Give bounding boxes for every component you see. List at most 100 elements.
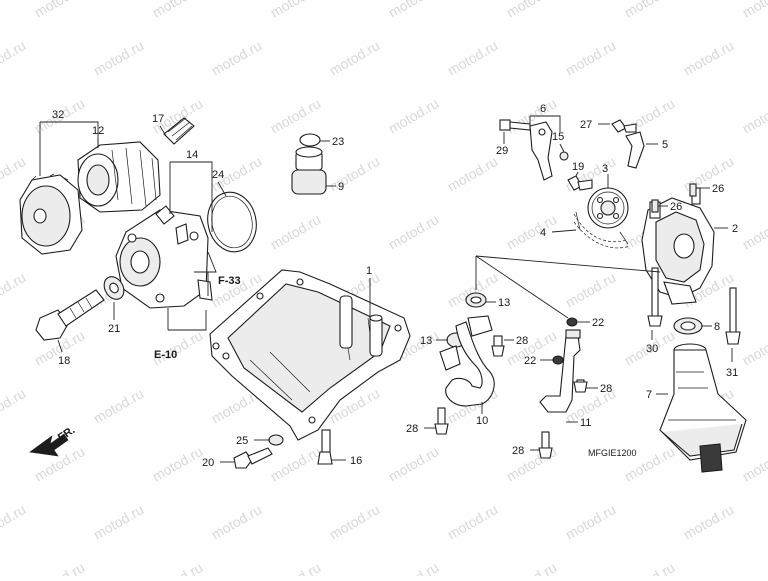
o-ring-23 <box>300 134 320 146</box>
callout-24: 24 <box>212 169 224 181</box>
watermark-text: motod.ru <box>740 211 768 252</box>
dowel-26b <box>690 184 696 196</box>
callout-13a: 13 <box>498 297 510 309</box>
watermark-text: motod.ru <box>327 37 383 78</box>
watermark-text: motod.ru <box>740 95 768 136</box>
watermark-text: motod.ru <box>0 269 28 310</box>
reference-f33: F-33 <box>218 275 241 287</box>
reference-e10: E-10 <box>154 349 177 361</box>
sprocket <box>588 188 628 228</box>
watermark-text: motod.ru <box>740 443 768 484</box>
watermark-text: motod.ru <box>386 95 442 136</box>
watermark-text: motod.ru <box>150 443 206 484</box>
callout-15: 15 <box>552 131 564 143</box>
watermark-text: motod.ru <box>563 37 619 78</box>
bolt-20 <box>234 448 272 468</box>
callout-23: 23 <box>332 136 344 148</box>
callout-28a: 28 <box>516 335 528 347</box>
callout-28c: 28 <box>600 383 612 395</box>
bolt-31 <box>726 288 740 344</box>
watermark-text: motod.ru <box>740 559 768 576</box>
oil-filter-cartridge <box>78 142 160 212</box>
callout-25: 25 <box>236 435 248 447</box>
watermark-text: motod.ru <box>681 37 737 78</box>
callout-19: 19 <box>572 161 584 173</box>
callout-12: 12 <box>92 125 104 137</box>
watermark-text: motod.ru <box>504 559 560 576</box>
watermark-text: motod.ru <box>622 0 678 21</box>
watermark-text: motod.ru <box>740 327 768 368</box>
oil-filter-cap <box>20 174 82 254</box>
washer-25 <box>269 435 283 445</box>
collar-15 <box>560 152 568 160</box>
watermark-text: motod.ru <box>0 501 28 542</box>
watermark-text: motod.ru <box>563 501 619 542</box>
watermark-text: motod.ru <box>32 0 88 21</box>
callout-9: 9 <box>338 181 344 193</box>
dowel-26a <box>652 200 658 212</box>
callout-13b: 13 <box>420 335 432 347</box>
watermark-text: motod.ru <box>91 385 147 426</box>
watermark-text: motod.ru <box>0 37 28 78</box>
callout-3: 3 <box>602 163 608 175</box>
callout-5: 5 <box>662 139 668 151</box>
watermark-text: motod.ru <box>386 559 442 576</box>
callout-16: 16 <box>350 455 362 467</box>
callout-10: 10 <box>476 415 488 427</box>
callout-14: 14 <box>186 149 198 161</box>
callout-18: 18 <box>58 355 70 367</box>
watermark-text: motod.ru <box>681 501 737 542</box>
watermark-text: motod.ru <box>622 559 678 576</box>
callout-29: 29 <box>496 145 508 157</box>
callout-8: 8 <box>714 321 720 333</box>
callout-11: 11 <box>580 417 591 429</box>
callout-28d: 28 <box>512 445 524 457</box>
callout-30: 30 <box>646 343 658 355</box>
watermark-text: motod.ru <box>268 559 324 576</box>
callout-4: 4 <box>540 227 546 239</box>
oil-cooler <box>116 206 212 308</box>
watermark-text: motod.ru <box>150 559 206 576</box>
watermark-text: motod.ru <box>91 501 147 542</box>
watermark-text: motod.ru <box>327 501 383 542</box>
callout-17: 17 <box>152 113 164 125</box>
watermark-text: motod.ru <box>504 211 560 252</box>
watermark-text: motod.ru <box>327 153 383 194</box>
watermark-text: motod.ru <box>268 443 324 484</box>
guide-5 <box>626 132 644 168</box>
bolt-16 <box>318 430 332 464</box>
o-ring-24 <box>202 188 261 257</box>
callout-26b: 26 <box>670 201 682 213</box>
relief-valve <box>292 147 326 194</box>
bolt-28a <box>492 336 504 356</box>
callout-21: 21 <box>108 323 120 335</box>
callout-6: 6 <box>540 103 546 115</box>
watermark-text: motod.ru <box>91 37 147 78</box>
watermark-text: motod.ru <box>0 385 28 426</box>
watermark-text: motod.ru <box>150 0 206 21</box>
callout-7: 7 <box>646 389 652 401</box>
callout-28b: 28 <box>406 423 418 435</box>
o-ring-22a <box>567 318 577 326</box>
callout-27: 27 <box>580 119 592 131</box>
callout-2: 2 <box>732 223 738 235</box>
bracket-6 <box>530 122 552 180</box>
callout-20: 20 <box>202 457 214 469</box>
watermark-text: motod.ru <box>209 37 265 78</box>
callout-22a: 22 <box>592 317 604 329</box>
watermark-text: motod.ru <box>386 0 442 21</box>
diagram-code: MFGIE1200 <box>588 448 637 458</box>
watermark-text: motod.ru <box>504 0 560 21</box>
watermark-text: motod.ru <box>268 211 324 252</box>
callout-22b: 22 <box>524 355 536 367</box>
watermark-text: motod.ru <box>268 95 324 136</box>
oil-pipe-10 <box>440 316 494 406</box>
watermark-text: motod.ru <box>445 37 501 78</box>
watermark-text: motod.ru <box>0 153 28 194</box>
callout-1: 1 <box>366 265 372 277</box>
o-ring-22b <box>553 356 563 364</box>
watermark-text: motod.ru <box>386 443 442 484</box>
callout-32: 32 <box>52 109 64 121</box>
